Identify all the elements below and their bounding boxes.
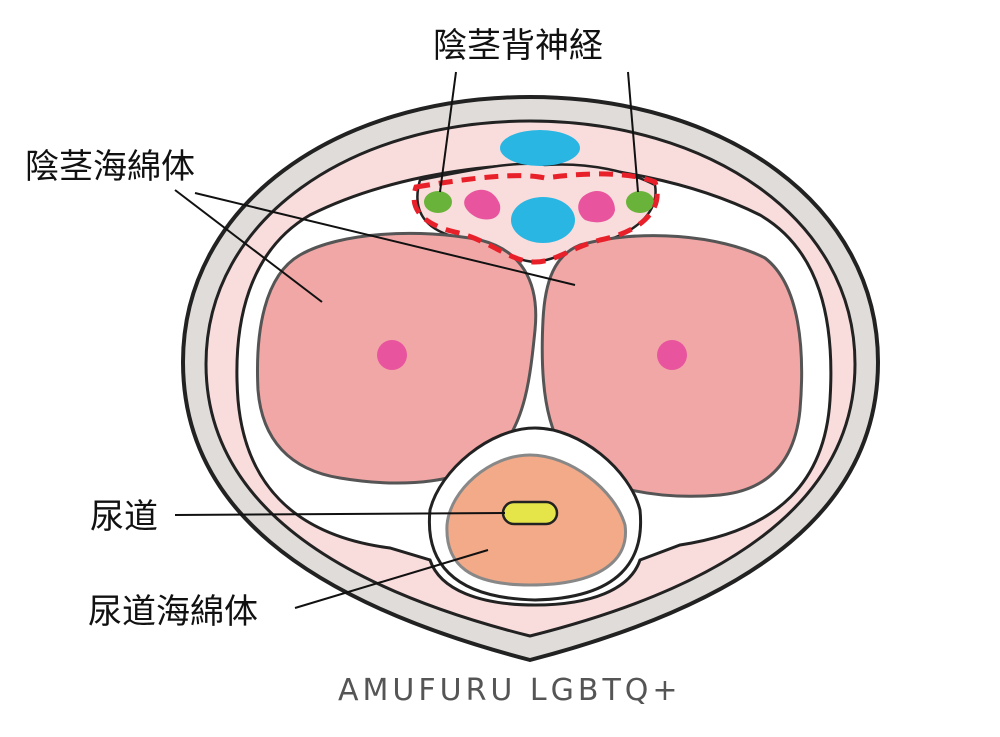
deep-dorsal-vein — [511, 197, 575, 243]
left-deep-artery — [377, 340, 407, 370]
leader-lines — [174, 71, 639, 609]
left-dorsal-artery — [464, 189, 501, 220]
left-dorsal-nerve — [424, 191, 452, 213]
label-dorsal-nerve: 陰茎背神経 — [433, 26, 603, 66]
label-corpus-spongiosum: 尿道海綿体 — [88, 592, 258, 632]
label-corpus-cavernosum: 陰茎海綿体 — [25, 147, 195, 187]
watermark: AMUFURU LGBTQ+ — [338, 673, 682, 708]
urethra-lumen — [501, 500, 559, 526]
neurovascular-bundle-outline — [411, 171, 660, 265]
right-dorsal-artery — [578, 190, 615, 223]
right-deep-artery — [657, 340, 687, 370]
superficial-dorsal-vein — [500, 130, 580, 166]
right-dorsal-nerve — [626, 191, 654, 213]
label-urethra: 尿道 — [90, 497, 158, 537]
